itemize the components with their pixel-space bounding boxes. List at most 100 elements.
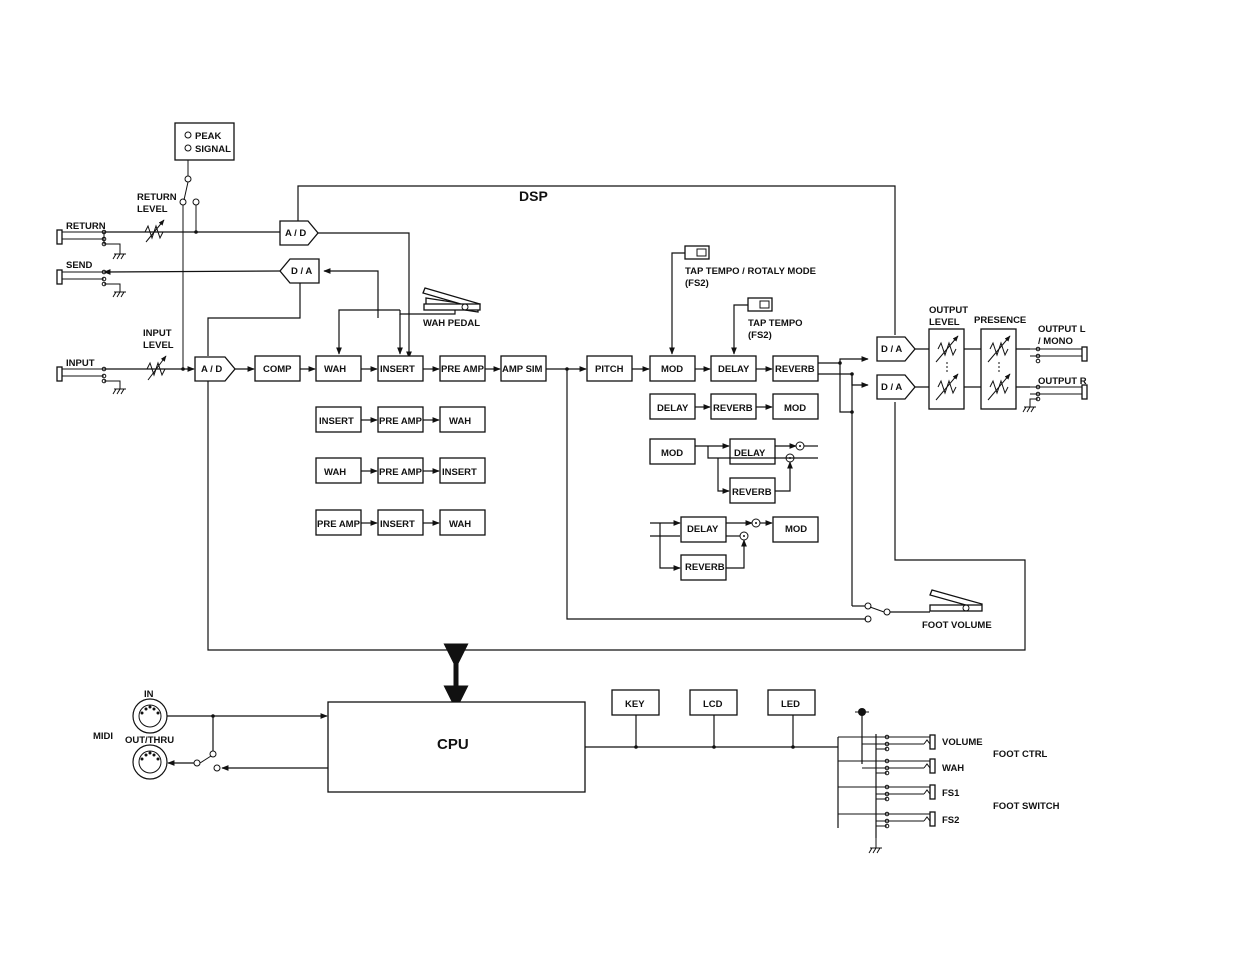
svg-text:WAH: WAH [324,467,346,478]
pitch-block: PITCH [586,355,633,382]
foot-jack-bus [837,708,882,854]
led-block: LED [767,689,816,716]
svg-text:DELAY: DELAY [734,448,766,459]
dsp-frame: DSP [207,185,1026,651]
svg-text:IN: IN [144,689,154,700]
svg-text:INSERT: INSERT [319,416,354,427]
alt-fx-order-3: DELAY MOD REVERB [650,516,819,581]
svg-text:INSERT: INSERT [380,364,415,375]
midi-out-connector: OUT/THRU [125,735,174,780]
return-ad-label: A / D [285,228,306,239]
svg-text:OUT/THRU: OUT/THRU [125,735,174,746]
cpu-block: CPU [327,701,586,793]
presence-control: PRESENCE [974,315,1026,410]
comp-block: COMP [254,355,301,382]
midi-in-connector: IN [132,689,168,734]
mod-block: MOD [649,355,696,382]
output-routing [818,356,930,616]
return-label: RETURN [66,221,106,232]
send-label: SEND [66,260,93,271]
cpu-label: CPU [437,736,469,753]
tap-rotary-label-1: TAP TEMPO / ROTALY MODE [685,266,816,277]
output-r-jack: OUTPUT R [1022,376,1088,413]
svg-text:FS2: FS2 [942,815,959,826]
svg-text:DELAY: DELAY [687,524,719,535]
alt-fx-order-2: MOD DELAY REVERB [649,438,818,504]
svg-text:PITCH: PITCH [595,364,624,375]
foot-switch-label: FOOT SWITCH [993,801,1060,812]
foot-volume-pedal: FOOT VOLUME [922,589,992,631]
svg-text:REVERB: REVERB [775,364,815,375]
svg-text:DELAY: DELAY [657,403,689,414]
svg-text:VOLUME: VOLUME [942,737,983,748]
foot-fs2-jack: FS2 [838,811,959,829]
svg-text:COMP: COMP [263,364,292,375]
svg-text:WAH: WAH [449,416,471,427]
svg-text:AMP SIM: AMP SIM [502,364,543,375]
svg-text:KEY: KEY [625,699,645,710]
svg-text:REVERB: REVERB [685,562,725,573]
alt-fx-order-1: DELAY REVERB MOD [649,393,819,420]
svg-text:FS1: FS1 [942,788,960,799]
svg-text:LEVEL: LEVEL [929,317,960,328]
alt-order-row-3: PRE AMP INSERT WAH [315,509,486,536]
insert-block: INSERT [377,355,424,382]
svg-text:REVERB: REVERB [713,403,753,414]
preamp-block: PRE AMP [439,355,486,382]
return-level-label-2: LEVEL [137,204,168,215]
svg-text:LED: LED [781,699,800,710]
return-level-pot: RETURN LEVEL [104,192,280,243]
svg-text:WAH: WAH [324,364,346,375]
svg-text:PRE AMP: PRE AMP [317,519,361,530]
input-level-label-1: INPUT [143,328,172,339]
svg-text:PRESENCE: PRESENCE [974,315,1026,326]
wah-pedal-label: WAH PEDAL [423,318,480,329]
return-jack: RETURN [56,221,126,260]
delay-block: DELAY [710,355,757,382]
svg-text:PRE AMP: PRE AMP [379,416,423,427]
key-block: KEY [611,689,660,716]
tap-tempo-switch: TAP TEMPO (FS2) [731,297,803,355]
svg-text:REVERB: REVERB [732,487,772,498]
lcd-block: LCD [689,689,738,716]
svg-text:INSERT: INSERT [442,467,477,478]
svg-text:INSERT: INSERT [380,519,415,530]
alt-order-row-1: INSERT PRE AMP WAH [315,406,486,433]
output-da-r: D / A [876,374,916,400]
svg-text:OUTPUT: OUTPUT [929,305,968,316]
input-jack: INPUT [56,358,126,395]
svg-text:WAH: WAH [449,519,471,530]
tap-tempo-label-1: TAP TEMPO [748,318,803,329]
input-level-pot: INPUT LEVEL [104,205,195,381]
svg-text:OUTPUT R: OUTPUT R [1038,376,1087,387]
svg-text:LCD: LCD [703,699,723,710]
svg-text:D / A: D / A [881,382,902,393]
input-ad-label: A / D [201,364,222,375]
tap-tempo-label-2: (FS2) [748,330,772,341]
dsp-label: DSP [519,188,548,204]
send-da-converter: D / A [103,258,379,356]
output-level-control: OUTPUT LEVEL [928,305,968,410]
output-l-jack: OUTPUT L / MONO [1030,324,1088,364]
input-ad-converter: A / D [194,356,236,382]
tap-tempo-rotary-switch: TAP TEMPO / ROTALY MODE (FS2) [669,245,816,355]
tap-rotary-label-2: (FS2) [685,278,709,289]
signal-label: SIGNAL [195,144,231,155]
wah-block: WAH [315,355,362,382]
svg-text:/ MONO: / MONO [1038,336,1073,347]
svg-text:MOD: MOD [785,524,807,535]
svg-text:OUTPUT L: OUTPUT L [1038,324,1086,335]
midi-label: MIDI [93,731,113,742]
wah-pedal: WAH PEDAL [336,287,481,355]
input-level-label-2: LEVEL [143,340,174,351]
svg-text:PRE AMP: PRE AMP [441,364,485,375]
svg-text:D / A: D / A [881,344,902,355]
svg-text:MOD: MOD [661,364,683,375]
svg-text:PRE AMP: PRE AMP [379,467,423,478]
peak-signal-indicator: PEAK SIGNAL [174,122,235,232]
svg-text:MOD: MOD [661,448,683,459]
input-label: INPUT [66,358,95,369]
foot-wah-jack: WAH [838,758,964,776]
reverb-block: REVERB [772,355,819,382]
